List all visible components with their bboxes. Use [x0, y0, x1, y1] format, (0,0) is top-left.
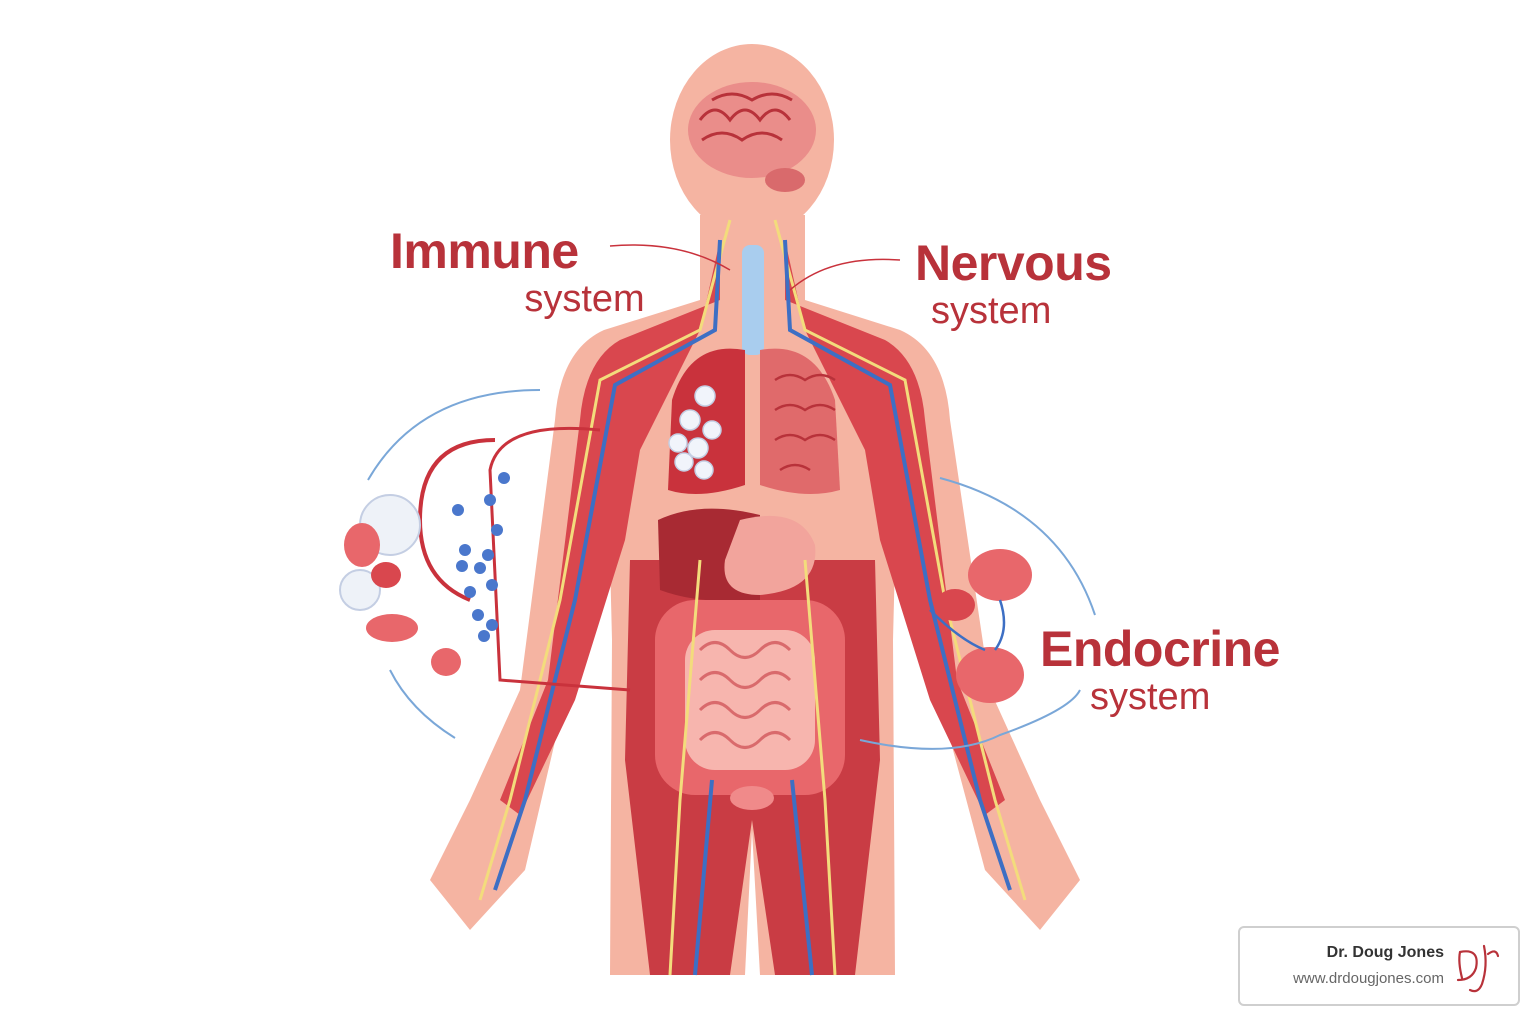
nervous-label-main: Nervous — [915, 235, 1112, 291]
nervous-label-sub: system — [931, 290, 1052, 332]
endocrine-glands-cluster — [859, 477, 1096, 750]
brain — [688, 82, 816, 192]
immune-label-main: Immune — [390, 223, 579, 279]
immune-cells-cluster — [339, 389, 631, 739]
lymph-nodes — [668, 385, 722, 480]
label-leader-lines — [609, 244, 901, 291]
signature-logo-icon — [1456, 944, 1500, 993]
liver-stomach — [658, 508, 816, 602]
credit-url: www.drdougjones.com — [1293, 970, 1444, 987]
nerves — [478, 219, 1027, 976]
intestines — [655, 600, 845, 810]
credit-name: Dr. Doug Jones — [1326, 944, 1444, 961]
immune-system-label: Immune system — [390, 223, 645, 318]
immune-label-sub: system — [524, 278, 645, 320]
nervous-system-label: Nervous system — [915, 238, 1112, 330]
veins — [493, 239, 1012, 976]
credit-badge: Dr. Doug Jones www.drdougjones.com — [1238, 926, 1520, 1006]
endocrine-label-main: Endocrine — [1040, 621, 1280, 677]
endocrine-label-sub: system — [1090, 676, 1211, 718]
endocrine-system-label: Endocrine system — [1040, 624, 1280, 716]
trachea — [742, 245, 764, 355]
